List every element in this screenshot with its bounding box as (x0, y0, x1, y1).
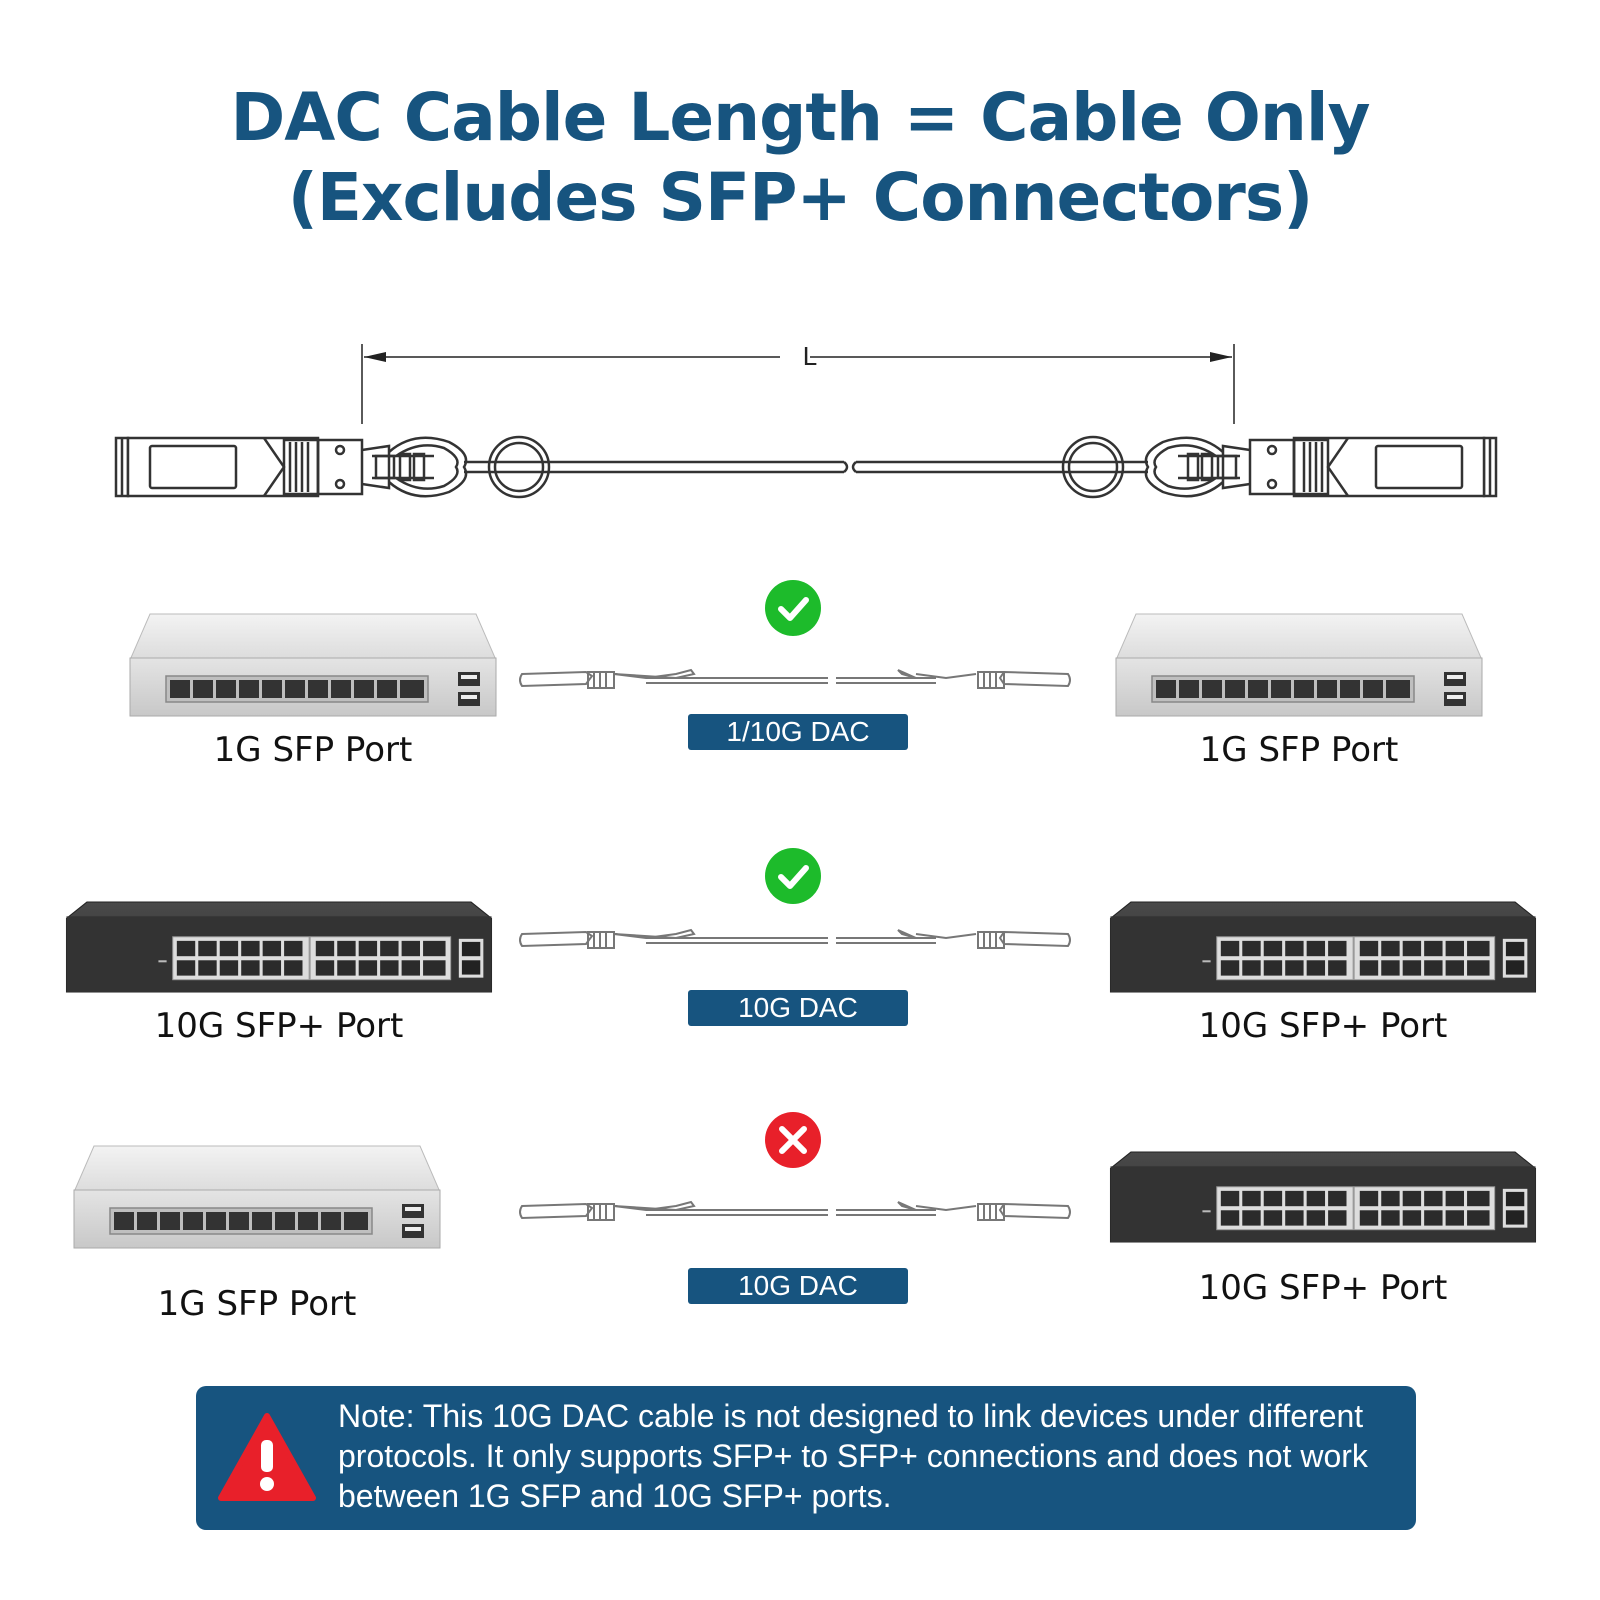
note-text: Note: This 10G DAC cable is not designed… (338, 1398, 1368, 1514)
warning-icon (218, 1413, 316, 1501)
compatible-check-icon (765, 848, 821, 904)
cable-badge: 1/10G DAC (688, 714, 908, 750)
switch-1g-left (70, 1144, 444, 1254)
incompatible-x-icon (765, 1112, 821, 1168)
switch-10g-right (1108, 900, 1538, 994)
switch-10g-right (1108, 1150, 1538, 1244)
dac-cable-small (516, 920, 1076, 960)
port-label-left: 1G SFP Port (157, 1284, 357, 1324)
port-label-right: 10G SFP+ Port (1198, 1268, 1448, 1308)
switch-1g-left (128, 612, 498, 722)
page-title: DAC Cable Length = Cable Only (230, 79, 1370, 156)
port-label-right: 10G SFP+ Port (1198, 1006, 1448, 1046)
dac-cable-diagram (114, 435, 1498, 499)
dac-cable-small (516, 1192, 1076, 1232)
port-label-right: 1G SFP Port (1199, 730, 1399, 770)
port-label-left: 1G SFP Port (213, 730, 413, 770)
switch-10g-left (64, 900, 494, 994)
note-panel: Note: This 10G DAC cable is not designed… (196, 1386, 1416, 1530)
compatible-check-icon (765, 580, 821, 636)
cable-badge: 10G DAC (688, 990, 908, 1026)
port-label-left: 10G SFP+ Port (154, 1006, 404, 1046)
dimension-line (361, 344, 1235, 424)
page-subtitle: (Excludes SFP+ Connectors) (287, 159, 1314, 236)
dimension-label: L (802, 341, 818, 371)
dac-cable-small (516, 660, 1076, 700)
cable-badge: 10G DAC (688, 1268, 908, 1304)
switch-1g-right (1114, 612, 1484, 722)
